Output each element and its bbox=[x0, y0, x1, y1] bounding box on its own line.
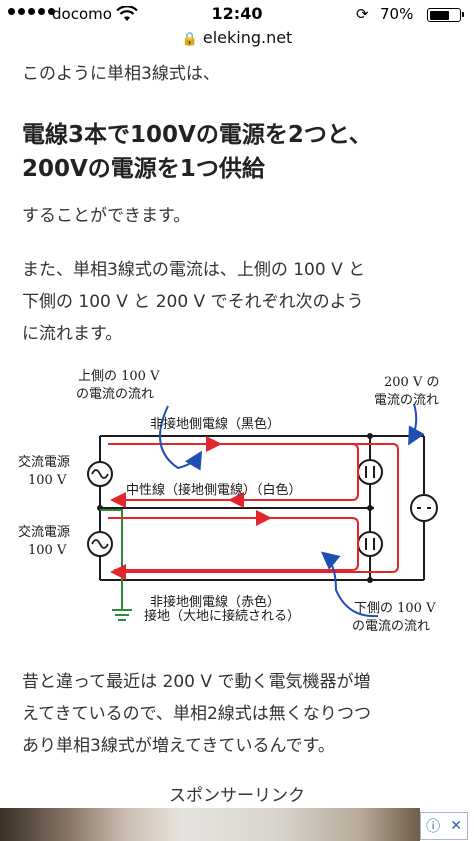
close-icon[interactable]: ✕ bbox=[450, 818, 462, 834]
headline: 電線3本で100Vの電源を2つと、 200Vの電源を1つ供給 bbox=[22, 118, 462, 186]
ground-icon bbox=[100, 509, 132, 621]
ac-source-lower-icon bbox=[87, 531, 113, 557]
load-upper-icon bbox=[357, 459, 383, 485]
paragraph-3-line-3: に流れます。 bbox=[22, 324, 123, 344]
paragraph-4-line-1: 昔と違って最近は 200 V で動く電気機器が増 bbox=[22, 672, 371, 692]
rotation-lock-icon: ⟳ bbox=[356, 5, 369, 23]
paragraph-4: 昔と違って最近は 200 V で動く電気機器が増 えてきているので、単相2線式は… bbox=[22, 666, 462, 762]
clock: 12:40 bbox=[211, 4, 263, 23]
lower-flow-label-1: 下側の 100 V bbox=[354, 601, 436, 616]
three-wire-circuit-diagram: 上側の 100 V の電流の流れ 200 V の 電流の流れ 非接地側電線（黒色… bbox=[18, 369, 439, 634]
paragraph-4-line-2: えてきているので、単相2線式は無くなりつつ bbox=[22, 704, 371, 724]
current-paths bbox=[108, 436, 399, 580]
lower-flow-label-2: の電流の流れ bbox=[352, 619, 430, 634]
bottom-wire-label: 非接地側電線（赤色） bbox=[150, 594, 280, 610]
ad-image-left[interactable] bbox=[0, 808, 180, 841]
source-lower-label-2: 100 V bbox=[28, 543, 67, 558]
v200-flow-label-2: 電流の流れ bbox=[374, 393, 439, 408]
wires bbox=[99, 435, 425, 581]
load-200v-icon bbox=[410, 494, 438, 522]
headline-line-1: 電線3本で100Vの電源を2つと、 bbox=[22, 122, 372, 148]
v200-flow-label-1: 200 V の bbox=[384, 375, 439, 390]
url-domain: eleking.net bbox=[202, 28, 293, 47]
source-upper-label-2: 100 V bbox=[28, 473, 67, 488]
ground-label: 接地（大地に接続される） bbox=[144, 608, 300, 624]
ad-banner[interactable]: ⓘ ✕ bbox=[0, 808, 474, 841]
ad-choices-button[interactable]: ⓘ ✕ bbox=[420, 812, 468, 840]
carrier-name: docomo bbox=[52, 5, 112, 23]
lock-icon: 🔒 bbox=[181, 32, 198, 47]
neutral-wire-label: 中性線（接地側電線）（白色） bbox=[126, 482, 302, 498]
info-icon[interactable]: ⓘ bbox=[426, 819, 441, 835]
paragraph-4-line-3: あり単相3線式が増えてきているんです。 bbox=[22, 736, 335, 756]
signal-strength-icon bbox=[8, 8, 55, 15]
paragraph-3-line-2: 下側の 100 V と 200 V でそれぞれ次のよう bbox=[22, 292, 364, 312]
paragraph-2: することができます。 bbox=[22, 206, 191, 226]
paragraph-3: また、単相3線式の電流は、上側の 100 V と 下側の 100 V と 200… bbox=[22, 254, 462, 350]
upper-flow-label-1: 上側の 100 V bbox=[78, 369, 160, 384]
upper-flow-label-2: の電流の流れ bbox=[76, 387, 154, 402]
source-lower-label-1: 交流電源 bbox=[18, 524, 70, 540]
source-upper-label-1: 交流電源 bbox=[18, 454, 70, 470]
address-bar[interactable]: 🔒 eleking.net bbox=[0, 28, 474, 50]
battery-icon bbox=[427, 8, 464, 22]
wifi-icon bbox=[116, 5, 138, 26]
battery-percent: 70% bbox=[380, 5, 414, 23]
sponsor-link-label: スポンサーリンク bbox=[169, 786, 305, 806]
headline-line-2: 200Vの電源を1つ供給 bbox=[22, 156, 265, 182]
status-bar: docomo 12:40 ⟳ 70% bbox=[0, 0, 474, 28]
intro-text: このように単相3線式は、 bbox=[22, 64, 220, 84]
top-wire-label: 非接地側電線（黒色） bbox=[150, 416, 280, 432]
paragraph-3-line-1: また、単相3線式の電流は、上側の 100 V と bbox=[22, 260, 366, 280]
ac-source-upper-icon bbox=[87, 461, 113, 487]
ad-image-right[interactable] bbox=[180, 808, 420, 841]
load-lower-icon bbox=[357, 531, 383, 557]
